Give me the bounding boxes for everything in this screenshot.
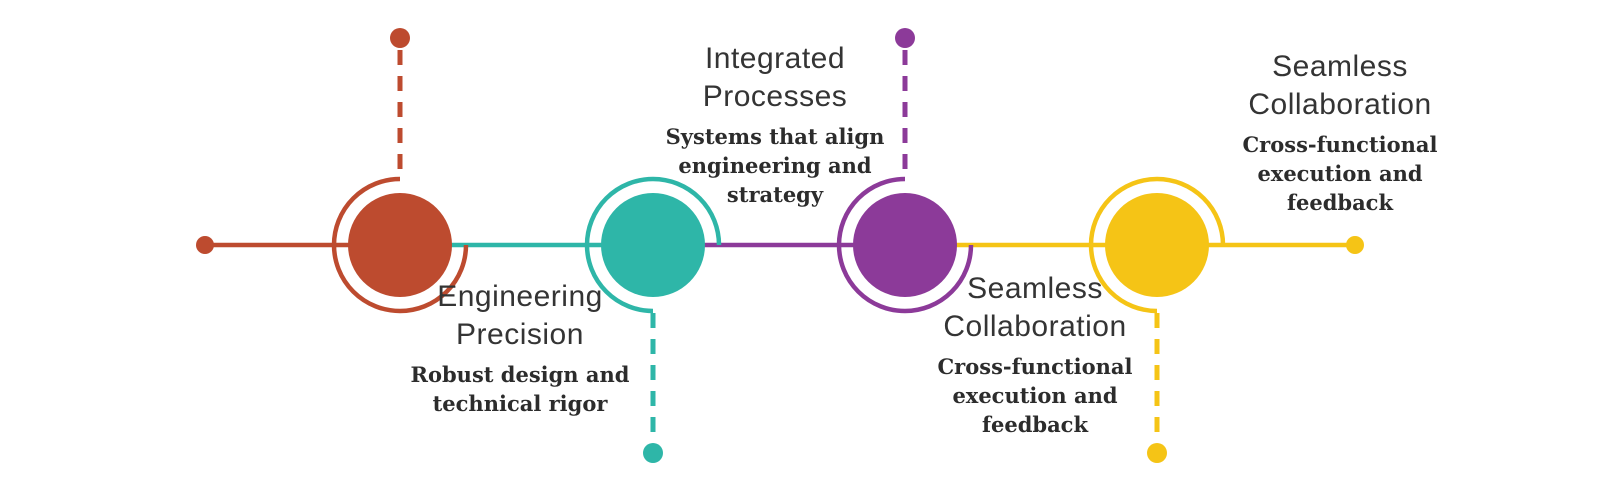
node1-ring-arc xyxy=(331,176,469,314)
node3-title: Seamless Collaboration xyxy=(943,272,1127,344)
node2-label-block: Integrated Processes Systems that align … xyxy=(650,40,900,210)
node4-label-block: Seamless Collaboration Cross-functional … xyxy=(1210,48,1470,218)
endpoint-dot-left xyxy=(196,236,214,254)
endpoint-dot-node1-top xyxy=(390,28,410,48)
node2-ring-arc xyxy=(584,176,722,314)
endpoint-dot-node2-bottom xyxy=(643,443,663,463)
node4-circle xyxy=(1105,193,1209,297)
node3-subtitle: Cross-functional execution and feedback xyxy=(937,353,1133,437)
node2-title: Integrated Processes xyxy=(702,42,848,114)
node1-circle xyxy=(348,193,452,297)
node1-subtitle: Robust design and technical rigor xyxy=(410,361,630,416)
node4-subtitle: Cross-functional execution and feedback xyxy=(1242,131,1438,215)
endpoint-dot-node4-bottom xyxy=(1147,443,1167,463)
node1-label-block: Engineering Precision Robust design and … xyxy=(390,278,650,419)
node3-ring-arc xyxy=(836,176,974,314)
node4-ring-arc xyxy=(1088,176,1226,314)
node2-subtitle: Systems that align engineering and strat… xyxy=(665,123,885,207)
node3-circle xyxy=(853,193,957,297)
node2-circle xyxy=(601,193,705,297)
endpoint-dot-right xyxy=(1346,236,1364,254)
endpoint-dot-node3-top xyxy=(895,28,915,48)
node3-label-block: Seamless Collaboration Cross-functional … xyxy=(905,270,1165,440)
node1-title: Engineering Precision xyxy=(437,280,603,352)
node4-title: Seamless Collaboration xyxy=(1248,50,1432,122)
